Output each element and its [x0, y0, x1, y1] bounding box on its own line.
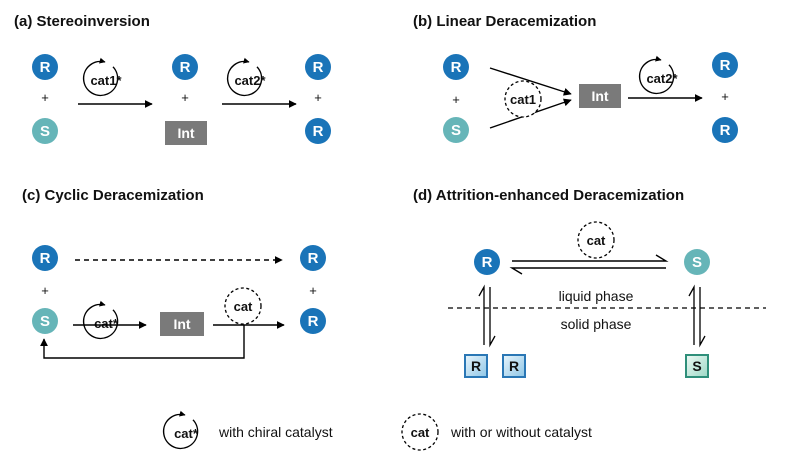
cat2-chiral-label: cat2* — [234, 73, 266, 88]
cat-chiral-icon: cat2* — [226, 57, 266, 97]
r-label: R — [471, 358, 481, 374]
r-label: R — [482, 254, 493, 271]
plus-sign: + — [309, 283, 317, 298]
r-circle: R — [712, 52, 738, 78]
equilibrium-arrow-backward — [509, 267, 666, 275]
dissolution-arrow — [688, 284, 695, 345]
cat-chiral-icon: cat* — [82, 300, 119, 340]
legend-optional-icon-label: cat — [411, 425, 430, 440]
r-circle: R — [300, 308, 326, 334]
r-circle: R — [172, 54, 198, 80]
r-circle: R — [305, 118, 331, 144]
legend-optional-text: with or without catalyst — [450, 424, 592, 440]
s-label: S — [692, 358, 701, 374]
int-label: Int — [177, 125, 194, 141]
cat1-label: cat1 — [510, 92, 536, 107]
legend-chiral-text: with chiral catalyst — [218, 424, 333, 440]
plus-sign: + — [41, 90, 49, 105]
s-circle: S — [443, 117, 469, 143]
panel-a-title: (a) Stereoinversion — [14, 13, 150, 30]
s-circle: S — [32, 308, 58, 334]
cat-label: cat — [234, 299, 253, 314]
r-circle: R — [32, 54, 58, 80]
int-label: Int — [591, 88, 608, 104]
r-label: R — [308, 313, 319, 330]
cat1-chiral-label: cat1* — [90, 73, 122, 88]
r-label: R — [313, 123, 324, 140]
r-crystal-square: R — [464, 354, 488, 378]
s-circle: S — [684, 249, 710, 275]
r-label: R — [509, 358, 519, 374]
r-circle: R — [300, 245, 326, 271]
panel-b-title: (b) Linear Deracemization — [413, 13, 596, 30]
liquid-phase-label: liquid phase — [559, 288, 634, 304]
s-circle: S — [32, 118, 58, 144]
s-label: S — [40, 123, 50, 140]
r-label: R — [180, 59, 191, 76]
panel-c-title: (c) Cyclic Deracemization — [22, 187, 204, 204]
crystallization-arrow — [489, 287, 496, 348]
r-circle: R — [712, 117, 738, 143]
legend-chiral-icon: cat* — [162, 410, 199, 450]
panel-b: (b) Linear Deracemization R + S cat1 Int… — [413, 13, 738, 143]
r-label: R — [451, 59, 462, 76]
r-label: R — [720, 122, 731, 139]
int-box: Int — [579, 84, 621, 108]
r-circle: R — [32, 245, 58, 271]
cat-optional-icon: cat — [224, 287, 262, 325]
int-box: Int — [160, 312, 204, 336]
legend-optional-icon: cat — [401, 413, 439, 451]
recycle-arrow — [40, 325, 245, 359]
int-label: Int — [173, 316, 190, 332]
cat-chiral-icon: cat2* — [638, 55, 678, 95]
plus-sign: + — [452, 92, 460, 107]
legend-chiral-icon-label: cat* — [174, 426, 199, 441]
reaction-arrow — [489, 67, 572, 96]
cat-label: cat — [587, 233, 606, 248]
dissolution-arrow — [478, 284, 485, 345]
panel-d-title: (d) Attrition-enhanced Deracemization — [413, 187, 684, 204]
equilibrium-arrow-forward — [512, 254, 669, 262]
s-crystal-square: S — [685, 354, 709, 378]
r-label: R — [40, 59, 51, 76]
cat2-chiral-label: cat2* — [646, 71, 678, 86]
solid-phase-label: solid phase — [561, 316, 632, 332]
r-label: R — [40, 250, 51, 267]
cat-chiral-icon: cat1* — [82, 57, 122, 97]
r-circle: R — [305, 54, 331, 80]
r-label: R — [720, 57, 731, 74]
cat-chiral-label: cat* — [94, 316, 119, 331]
panel-c: (c) Cyclic Deracemization R R + + S cat*… — [22, 187, 326, 359]
panel-d: (d) Attrition-enhanced Deracemization ca… — [413, 187, 766, 378]
plus-sign: + — [41, 283, 49, 298]
s-label: S — [40, 313, 50, 330]
plus-sign: + — [314, 90, 322, 105]
s-label: S — [451, 122, 461, 139]
r-circle: R — [474, 249, 500, 275]
int-box: Int — [165, 121, 207, 145]
plus-sign: + — [721, 89, 729, 104]
legend: cat* with chiral catalyst cat with or wi… — [162, 410, 592, 451]
panel-a: (a) Stereoinversion R + S cat1* R + Int — [14, 13, 331, 145]
r-crystal-square: R — [502, 354, 526, 378]
plus-sign: + — [181, 90, 189, 105]
cat-optional-icon: cat1 — [504, 80, 542, 118]
r-label: R — [313, 59, 324, 76]
r-label: R — [308, 250, 319, 267]
cat-optional-icon: cat — [577, 221, 615, 259]
s-label: S — [692, 254, 702, 271]
r-circle: R — [443, 54, 469, 80]
crystallization-arrow — [699, 287, 706, 348]
